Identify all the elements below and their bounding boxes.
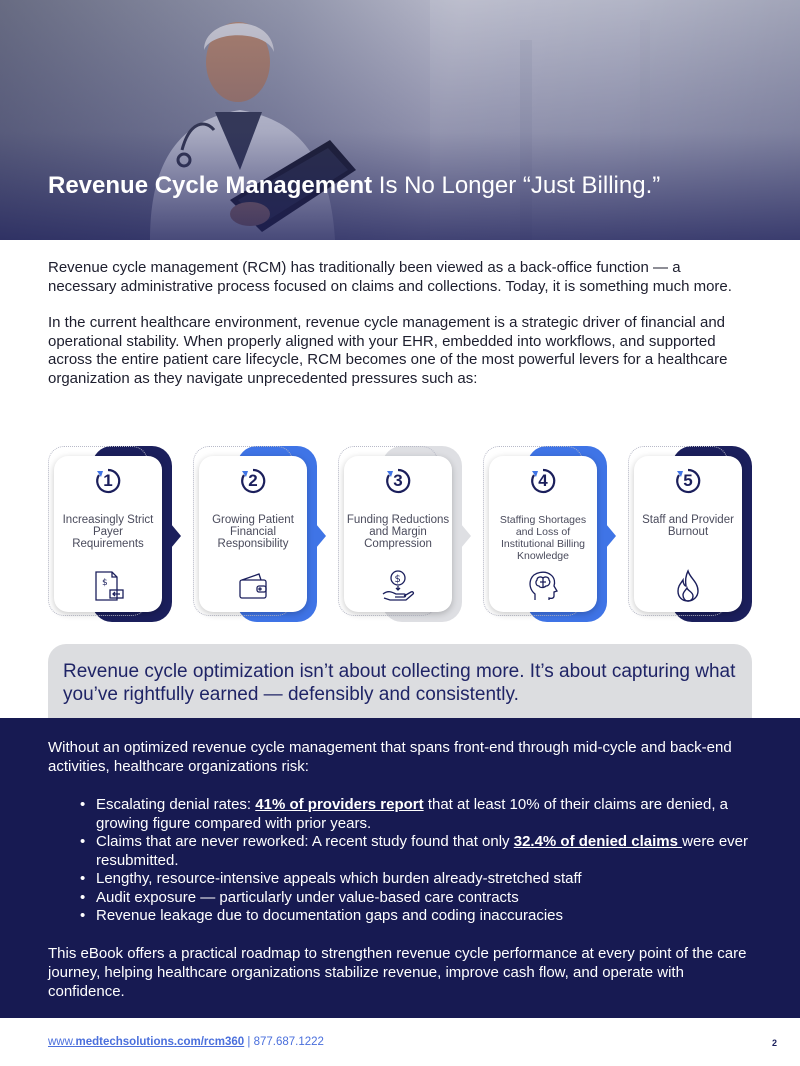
svg-text:$: $ [102, 578, 108, 588]
card-arrow [461, 524, 471, 548]
list-item: Revenue leakage due to documentation gap… [80, 907, 760, 926]
head-brain-icon [529, 571, 558, 600]
intro-text: Revenue cycle management (RCM) has tradi… [48, 259, 748, 389]
list-item: Escalating denial rates: 41% of provider… [80, 796, 760, 833]
phone-number: 877.687.1222 [253, 1036, 324, 1048]
page-title-rest: Is No Longer “Just Billing.” [372, 172, 661, 199]
step-number: 1 [103, 471, 113, 490]
step-number-badge: 3 [384, 467, 412, 495]
card-arrow [171, 524, 181, 548]
risks-section: Without an optimized revenue cycle manag… [0, 718, 800, 1018]
card-label: Growing Patient Financial Responsibility [212, 514, 294, 550]
flame-icon [677, 569, 699, 602]
website-prefix: www. [48, 1036, 76, 1048]
intro-paragraph: In the current healthcare environment, r… [48, 314, 728, 387]
step-number-badge: 5 [674, 467, 702, 495]
card-label: Staff and Provider Burnout [642, 514, 734, 538]
card-body: 1 Increasingly Strict Payer Requirements… [54, 456, 162, 612]
list-item-text: that at least 10% of their claims are de… [96, 796, 728, 832]
list-item: Audit exposure — particularly under valu… [80, 889, 760, 908]
card-label: Staffing Shortages and Loss of Instituti… [499, 514, 587, 562]
pressure-card-3: 3 Funding Reductions and Margin Compress… [338, 446, 471, 622]
intro-paragraph: Revenue cycle management (RCM) has tradi… [48, 259, 732, 295]
step-number: 2 [248, 471, 258, 490]
list-item-text: Claims that are never reworked: A recent… [96, 833, 514, 850]
card-arrow [606, 524, 616, 548]
card-body: 3 Funding Reductions and Margin Compress… [344, 456, 452, 612]
card-body: 4 Staffing Shortages and Loss of Institu… [489, 456, 597, 612]
website-link[interactable]: www.medtechsolutions.com/rcm360 [48, 1036, 244, 1048]
footer: www.medtechsolutions.com/rcm360 | 877.68… [48, 1036, 324, 1048]
card-body: 5 Staff and Provider Burnout [634, 456, 742, 612]
page-title-bold: Revenue Cycle Management [48, 172, 373, 199]
card-label: Funding Reductions and Margin Compressio… [346, 514, 450, 550]
card-label: Increasingly Strict Payer Requirements [62, 514, 154, 550]
footer-separator: | [244, 1036, 254, 1048]
list-item-text: Escalating denial rates: [96, 796, 256, 813]
website-path: medtechsolutions.com/rcm360 [75, 1036, 245, 1048]
step-number: 3 [393, 471, 403, 490]
risks-list: Escalating denial rates: 41% of provider… [80, 796, 760, 926]
list-item-text: were ever resubmitted. [96, 833, 748, 869]
risks-intro: Without an optimized revenue cycle manag… [48, 739, 732, 775]
step-number-badge: 1 [94, 467, 122, 495]
page-title: Revenue Cycle Management Is No Longer “J… [48, 172, 660, 200]
card-body: 2 Growing Patient Financial Responsibili… [199, 456, 307, 612]
pressure-card-4: 4 Staffing Shortages and Loss of Institu… [483, 446, 616, 622]
svg-text:$: $ [395, 574, 401, 585]
list-item: Lengthy, resource-intensive appeals whic… [80, 870, 760, 889]
card-arrow [316, 524, 326, 548]
step-number: 4 [538, 471, 548, 490]
risks-outro: This eBook offers a practical roadmap to… [48, 945, 747, 1000]
step-number-badge: 2 [239, 467, 267, 495]
list-item: Claims that are never reworked: A recent… [80, 833, 760, 870]
step-number-badge: 4 [529, 467, 557, 495]
hero-overlay [0, 0, 800, 240]
pressure-card-2: 2 Growing Patient Financial Responsibili… [193, 446, 326, 622]
providers-report-link[interactable]: 41% of providers report [255, 796, 424, 813]
page-number: 2 [772, 1038, 778, 1048]
hero-banner: Revenue Cycle Management Is No Longer “J… [0, 0, 800, 240]
pressure-card-5: 5 Staff and Provider Burnout [628, 446, 752, 622]
step-number: 5 [683, 471, 693, 490]
pressure-cards: 1 Increasingly Strict Payer Requirements… [48, 446, 752, 624]
billing-document-icon: $ [95, 571, 124, 601]
wallet-icon [239, 573, 267, 599]
pull-quote-text: Revenue cycle optimization isn’t about c… [63, 661, 736, 705]
denied-claims-link[interactable]: 32.4% of denied claims [513, 833, 683, 850]
hand-coin-icon: $ [382, 570, 415, 601]
pressure-card-1: 1 Increasingly Strict Payer Requirements… [48, 446, 181, 622]
